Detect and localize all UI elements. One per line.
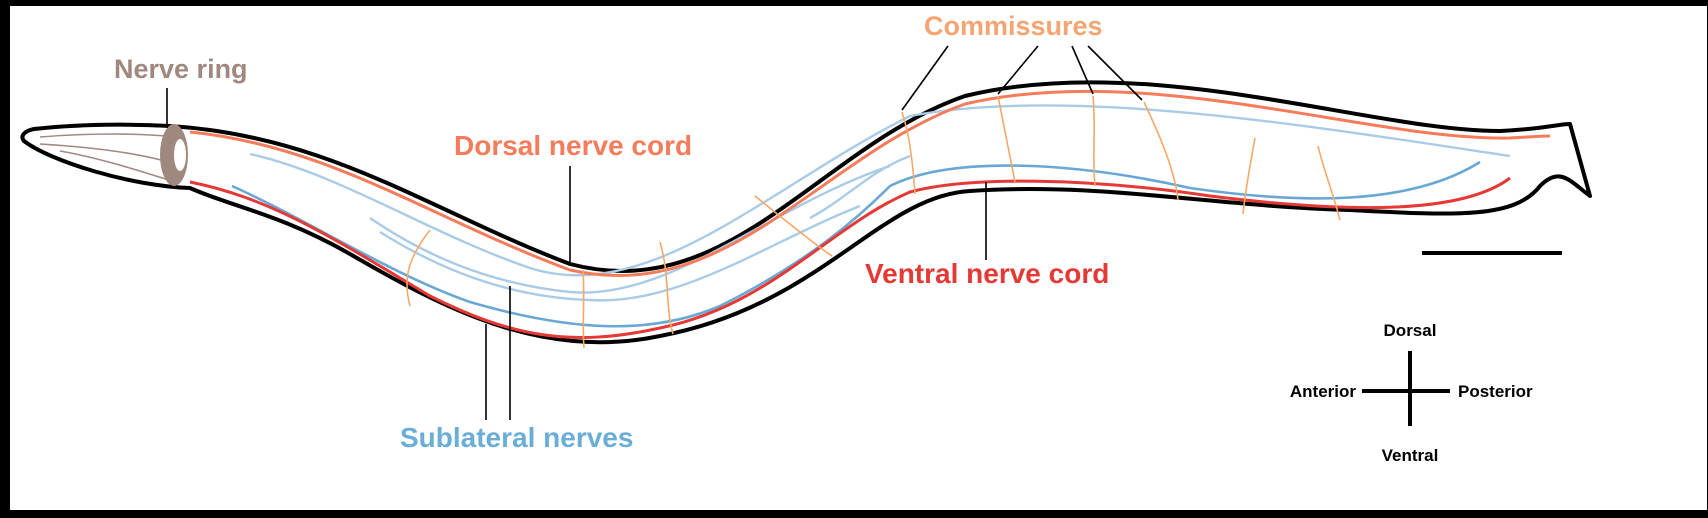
label-sublateral-nerves: Sublateral nerves: [400, 422, 633, 453]
dorsal-nerve-cord: [189, 89, 1551, 277]
sublateral-nerve-dark: [231, 160, 1481, 328]
commissure: [1092, 95, 1096, 187]
sublateral-nerve-light: [809, 154, 911, 220]
compass-dorsal-label: Dorsal: [1384, 321, 1437, 340]
worm-body: [20, 80, 1592, 345]
compass-posterior-label: Posterior: [1458, 382, 1533, 401]
leader-lines: [166, 45, 1143, 420]
commissures: [406, 95, 1341, 349]
label-nerve-ring: Nerve ring: [114, 54, 248, 84]
leader-line-commissure: [1071, 45, 1094, 95]
compass-ventral-label: Ventral: [1382, 446, 1439, 465]
commissure: [659, 241, 674, 335]
leader-line-commissure: [997, 45, 1039, 95]
leader-line-commissure: [901, 45, 949, 111]
sublateral-nerve-light: [249, 104, 1511, 277]
commissure: [1143, 101, 1179, 201]
commissure: [1242, 137, 1256, 215]
commissure: [582, 269, 585, 349]
commissure: [1317, 145, 1341, 221]
label-commissures: Commissures: [924, 11, 1103, 41]
sublateral-nerve-light: [379, 204, 861, 302]
ventral-nerve-cord: [189, 176, 1511, 339]
pharynx-line: [59, 150, 176, 183]
worm-nervous-system-diagram: Nerve ring Commissures Dorsal nerve cord…: [20, 11, 1592, 465]
commissure: [997, 95, 1016, 183]
label-ventral-nerve-cord: Ventral nerve cord: [865, 258, 1109, 289]
nerve-ring: [160, 124, 188, 186]
orientation-compass: [1362, 351, 1450, 426]
commissure: [754, 195, 833, 257]
commissure: [901, 111, 916, 195]
diagram-panel: Nerve ring Commissures Dorsal nerve cord…: [10, 6, 1707, 510]
sublateral-nerve-light: [369, 164, 891, 294]
compass-anterior-label: Anterior: [1290, 382, 1357, 401]
pharynx-line: [39, 133, 176, 138]
label-dorsal-nerve-cord: Dorsal nerve cord: [454, 130, 692, 161]
leader-line-commissure: [1087, 45, 1143, 101]
commissure: [406, 229, 431, 307]
